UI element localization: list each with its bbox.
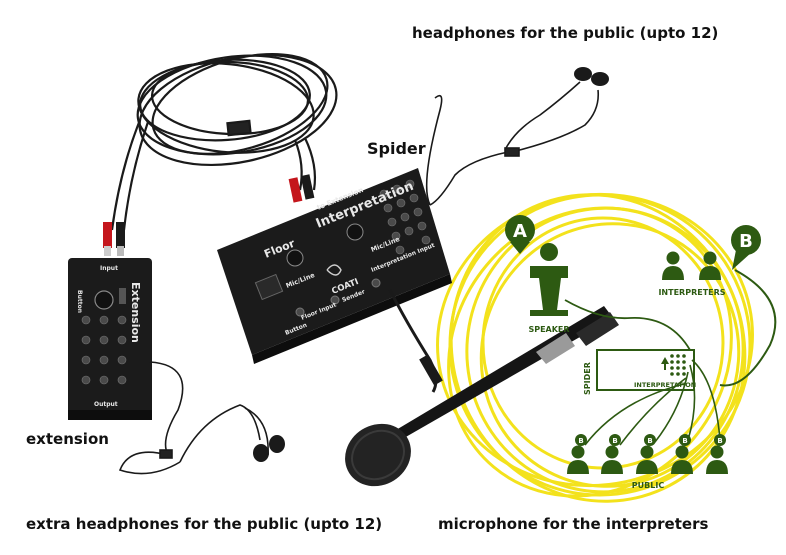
badge-b-letter: B [739, 231, 753, 252]
setup-diagram: A SPEAKER INTERPRETERS B SPIDER INTERPRE… [505, 215, 777, 490]
public-badge: B [612, 437, 617, 445]
yellow-cable-coil [436, 192, 754, 503]
earbud-icon [269, 435, 285, 453]
caption-extra-headphones: extra headphones for the public (upto 12… [26, 515, 383, 533]
public-badge: B [647, 437, 652, 445]
earbud-icon [253, 444, 269, 462]
caption-microphone: microphone for the interpreters [438, 515, 709, 533]
extension-plugs [103, 222, 125, 256]
badge-b [731, 225, 761, 255]
badge-a [505, 215, 535, 245]
speaker-label: SPEAKER [528, 325, 569, 334]
interpreter-icon [662, 251, 684, 280]
earbud-icon [591, 72, 609, 86]
extension-title: Extension [129, 282, 142, 343]
public-badge: B [578, 437, 583, 445]
extension-bottom-label: Output [94, 401, 118, 408]
public-person-icon [601, 445, 623, 474]
badge-a-letter: A [513, 221, 527, 242]
speaker-icon [540, 243, 558, 261]
headphones-bottom [118, 361, 269, 475]
extension-top-label: Input [100, 265, 118, 272]
public-badge: B [682, 437, 687, 445]
extension-side-label: Button [76, 290, 83, 313]
caption-extension: extension [26, 430, 109, 448]
black-cable-coil [110, 53, 338, 231]
public-audience: B B B B B PUBLIC [567, 434, 728, 490]
public-badge: B [717, 437, 722, 445]
microphone [345, 289, 619, 487]
spider-plugs [288, 174, 315, 203]
spider-device: Interpretation to Extension Floor Mic/Li… [217, 168, 452, 364]
caption-spider: Spider [367, 139, 426, 158]
interpretation-label: INTERPRETATION [634, 381, 696, 389]
interpreters-label: INTERPRETERS [658, 288, 725, 297]
extension-device: Extension Input Button Output [68, 258, 152, 420]
headphones-top [425, 81, 600, 206]
spider-schematic-label: SPIDER [583, 362, 592, 395]
public-label: PUBLIC [632, 481, 665, 490]
caption-headphones-public: headphones for the public (upto 12) [412, 24, 719, 42]
public-person-icon [567, 445, 589, 474]
earbud-icon [574, 67, 592, 81]
